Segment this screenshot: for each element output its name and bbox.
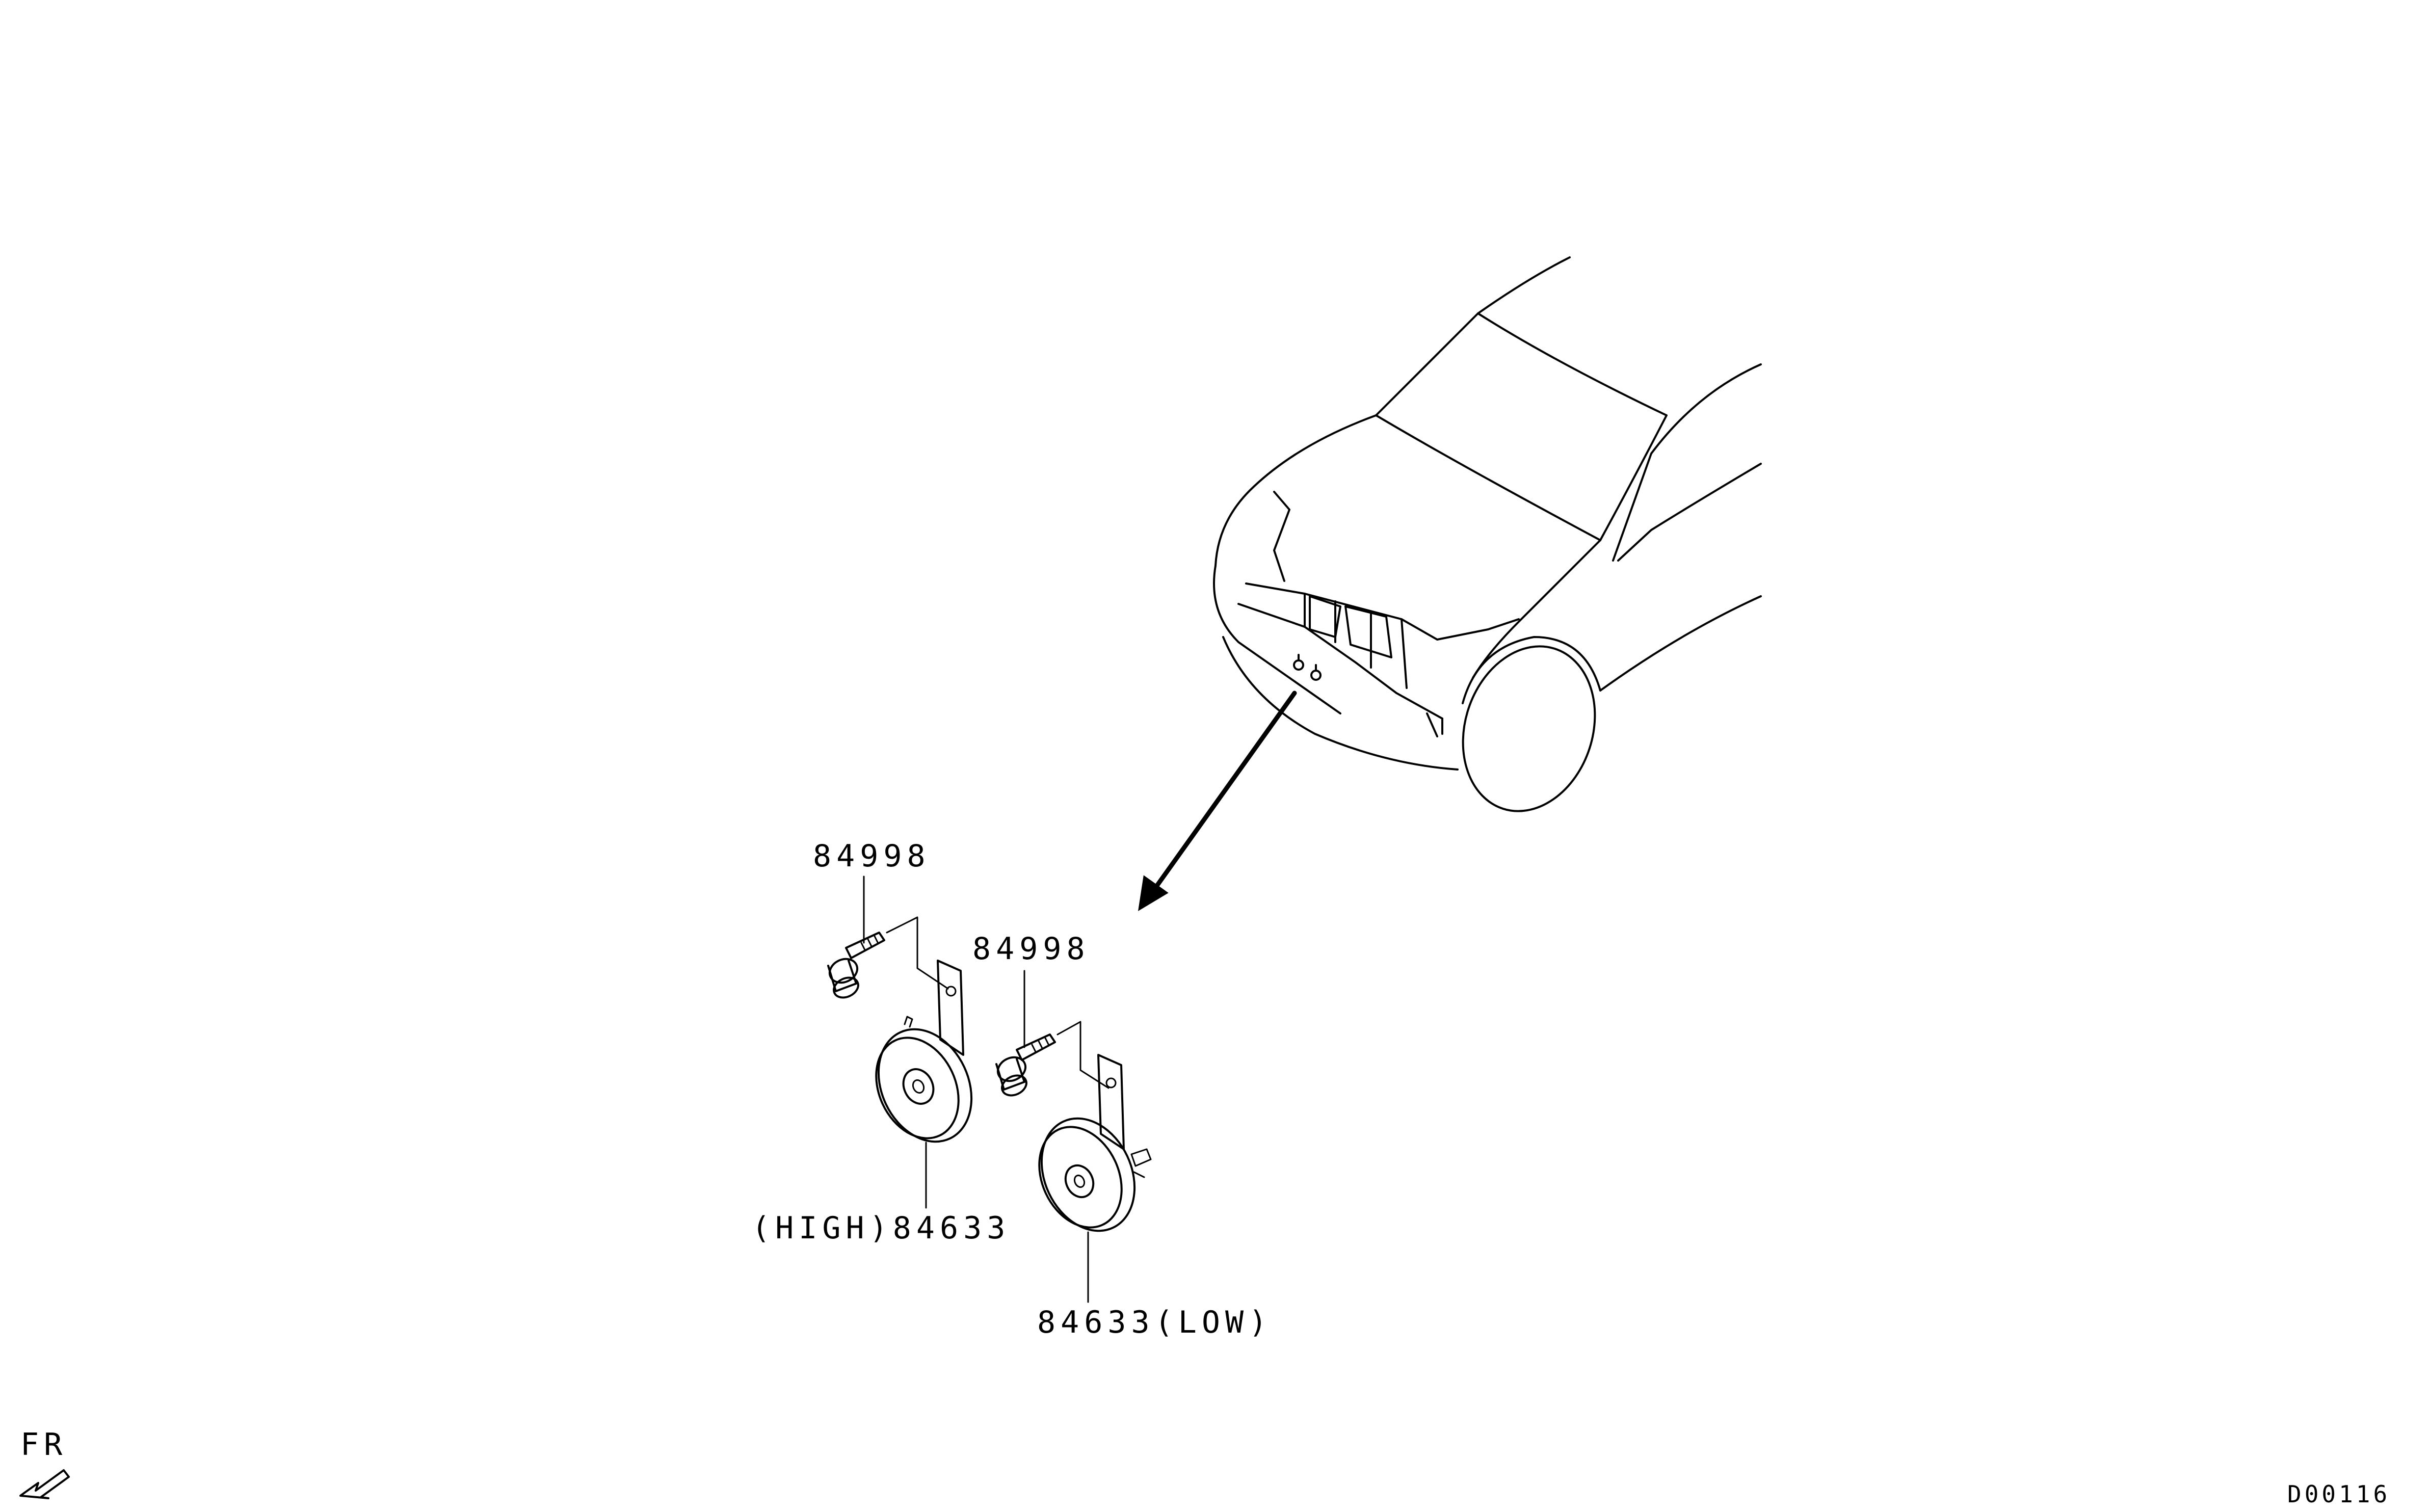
- bolt-upper-icon: [827, 932, 885, 999]
- high-horn-center: [902, 1068, 935, 1105]
- bolt-upper-centerline: [886, 916, 949, 990]
- bracket-hole-lower: [1105, 1077, 1117, 1089]
- support-left-post: [1273, 491, 1290, 582]
- a-pillar: [1612, 363, 1762, 562]
- horn-mount-mark-2: [1310, 670, 1322, 681]
- high-horn-assembly: [827, 876, 973, 1209]
- low-horn-bracket: [1097, 1054, 1125, 1150]
- low-horn-rim: [1040, 1117, 1136, 1232]
- bumper-lower: [1222, 636, 1459, 771]
- locator-arrow: [1138, 691, 1297, 911]
- windshield-left: [1375, 414, 1601, 541]
- low-horn-terminal: [1130, 1148, 1152, 1178]
- low-horn-assembly: [995, 970, 1152, 1303]
- side-body-lower: [1599, 595, 1762, 692]
- hood-outline: [1214, 414, 1377, 567]
- callout-horn-low: 84633(LOW): [1037, 1305, 1272, 1340]
- fender-line: [1472, 539, 1601, 679]
- arrow-shaft: [1152, 691, 1297, 892]
- radiator-support-lower: [1237, 603, 1443, 720]
- figure-code: D00116: [2287, 1480, 2390, 1508]
- high-horn-rim: [877, 1028, 973, 1143]
- high-horn-terminal: [904, 1016, 913, 1028]
- high-horn-center-inner: [912, 1079, 925, 1094]
- arrow-head: [1138, 875, 1169, 911]
- wheel-arch: [1462, 636, 1601, 704]
- radiator-support-upper: [1245, 582, 1520, 641]
- vehicle-front-outline: [1213, 256, 1762, 812]
- support-center: [1304, 593, 1408, 689]
- low-horn-center: [1064, 1164, 1095, 1199]
- low-horn-face: [1038, 1126, 1123, 1229]
- high-horn-face: [875, 1037, 960, 1139]
- hood-front-edge: [1213, 565, 1341, 714]
- windshield-top: [1477, 312, 1668, 416]
- callout-bolt-upper: 84998: [813, 838, 931, 874]
- roof-line: [1375, 256, 1571, 416]
- orientation-label: FR: [20, 1427, 67, 1463]
- support-opening-left: [1309, 595, 1341, 638]
- front-wheel: [1462, 645, 1596, 812]
- high-horn-bracket: [937, 960, 964, 1056]
- callout-bolt-lower: 84998: [972, 931, 1090, 967]
- horn-mount-mark-1: [1293, 659, 1304, 671]
- front-orientation-indicator: FR: [19, 1427, 70, 1499]
- callout-horn-high: (HIGH)84633: [752, 1210, 1010, 1246]
- bolt-lower-icon: [995, 1033, 1056, 1097]
- front-direction-arrow-icon: [19, 1469, 70, 1499]
- support-right-end: [1426, 712, 1443, 737]
- horn-mount-stems: [1298, 654, 1317, 672]
- side-window: [1617, 463, 1762, 562]
- low-horn-center-inner: [1073, 1174, 1086, 1188]
- windshield-right: [1599, 414, 1668, 541]
- bolt-lower-centerline: [1056, 1021, 1110, 1089]
- support-opening-right: [1344, 605, 1392, 658]
- bracket-hole-upper: [945, 986, 957, 997]
